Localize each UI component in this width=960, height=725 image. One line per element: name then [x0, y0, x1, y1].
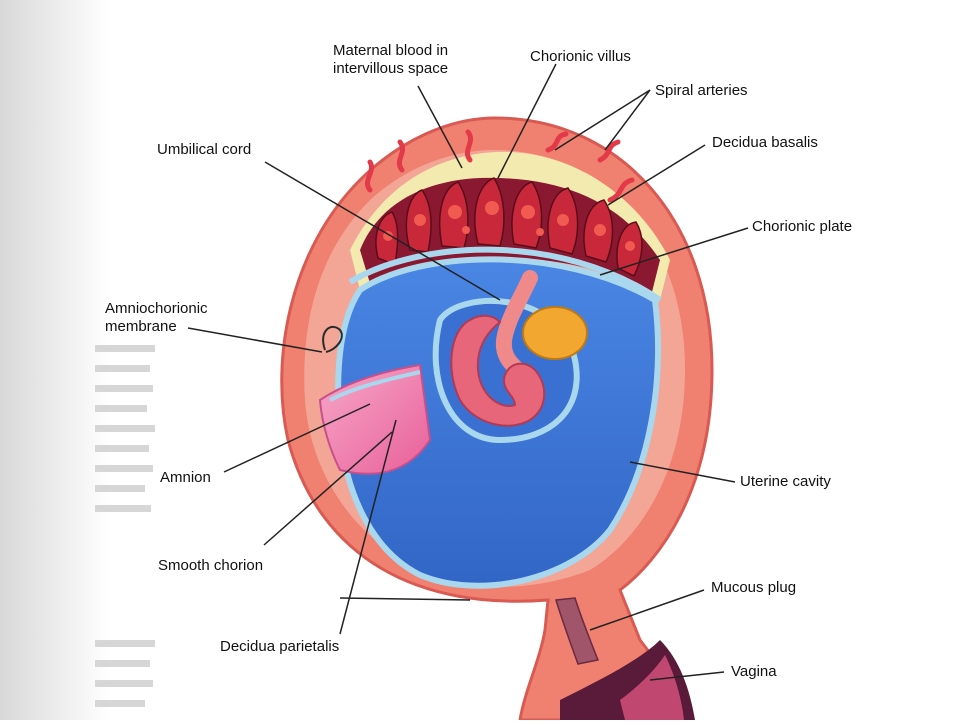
label-decidua-parietalis: Decidua parietalis: [220, 638, 340, 655]
label-chorionic-villus: Chorionic villus: [530, 48, 631, 65]
page-shadow: [0, 0, 110, 720]
label-mucous-plug: Mucous plug: [711, 579, 797, 596]
label-umbilical-cord: Umbilical cord: [157, 141, 252, 158]
leader-lines: [187, 63, 749, 681]
spiral-arteries: [364, 129, 635, 203]
yolk-sac: [522, 306, 588, 360]
label-spiral-arteries: Spiral arteries: [655, 82, 748, 99]
embryo: [450, 314, 546, 427]
label-uterine-cavity: Uterine cavity: [740, 473, 831, 490]
label-decidua-basalis: Decidua basalis: [712, 134, 818, 151]
maternal-blood-pools: [383, 201, 635, 251]
label-chorionic-plate: Chorionic plate: [752, 218, 853, 235]
mucous-plug-shape: [555, 597, 600, 665]
label-smooth-chorion: Smooth chorion: [158, 557, 264, 574]
page-bleed: [95, 345, 155, 707]
placenta: [360, 177, 660, 300]
label-vagina: Vagina: [731, 663, 777, 680]
amniochorionic-membrane: [322, 325, 343, 353]
label-amniochorionic-membrane: Amniochorionic membrane: [105, 300, 208, 335]
label-maternal-blood: Maternal blood in intervillous space: [333, 42, 449, 77]
vagina-highlight: [620, 655, 684, 720]
chorionic-plate: [348, 246, 662, 303]
label-amnion: Amnion: [160, 469, 211, 486]
smooth-chorion-edge: [329, 370, 421, 402]
